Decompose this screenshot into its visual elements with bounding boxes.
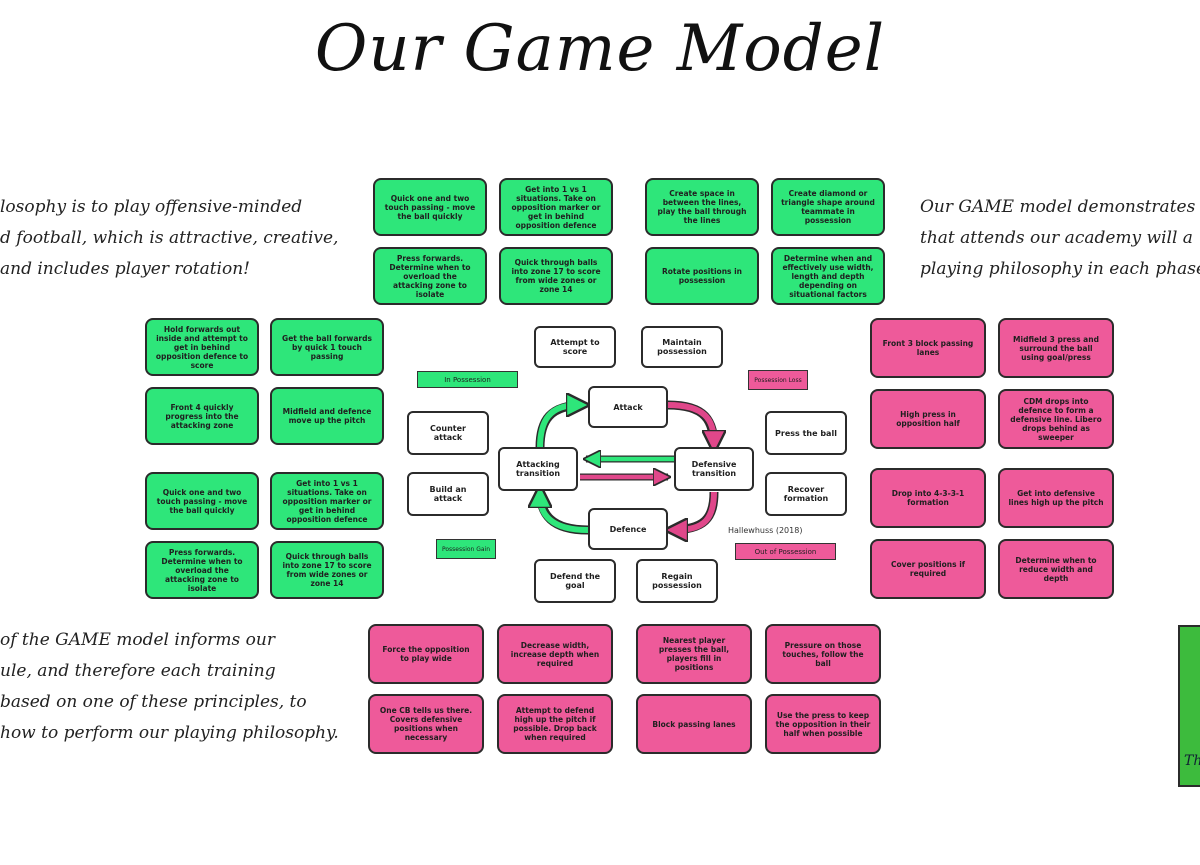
page-title: Our Game Model	[314, 12, 886, 86]
principle-box: Drop into 4-3-3-1 formation	[870, 468, 986, 528]
principle-box: Decrease width, increase depth when requ…	[497, 624, 613, 684]
principle-box: Create diamond or triangle shape around …	[771, 178, 885, 236]
principle-box: Force the opposition to play wide	[368, 624, 484, 684]
paragraph-line: ule, and therefore each training	[0, 661, 276, 681]
arrow-defensive-transition-to-defence	[669, 491, 719, 535]
paragraph-line: of the GAME model informs our	[0, 630, 275, 650]
paragraph-bottom-left: of the GAME model informs our ule, and t…	[0, 625, 339, 749]
principle-box: Press forwards. Determine when to overlo…	[373, 247, 487, 305]
paragraph-line: that attends our academy will a	[920, 228, 1193, 248]
principle-box: Midfield and defence move up the pitch	[270, 387, 384, 445]
principle-box: One CB tells us there. Covers defensive …	[368, 694, 484, 754]
paragraph-top-right: Our GAME model demonstrates that attends…	[920, 192, 1200, 285]
objective-box: Maintain possession	[641, 326, 723, 368]
principle-box: Press forwards. Determine when to overlo…	[145, 541, 259, 599]
tag-out-of-possession: Out of Possession	[735, 543, 836, 560]
paragraph-line: d football, which is attractive, creativ…	[0, 228, 339, 248]
principle-box: Create space in between the lines, play …	[645, 178, 759, 236]
paragraph-line: based on one of these principles, to	[0, 692, 307, 712]
principle-box: Get the ball forwards by quick 1 touch p…	[270, 318, 384, 376]
principle-box: Hold forwards out inside and attempt to …	[145, 318, 259, 376]
principle-box: Get into 1 vs 1 situations. Take on oppo…	[270, 472, 384, 530]
paragraph-line: how to perform our playing philosophy.	[0, 723, 339, 743]
paragraph-line: playing philosophy in each phase	[920, 259, 1200, 279]
principle-box: Use the press to keep the opposition in …	[765, 694, 881, 754]
principle-box: High press in opposition half	[870, 389, 986, 449]
principle-box: Quick one and two touch passing - move t…	[373, 178, 487, 236]
principle-box: Rotate positions in possession	[645, 247, 759, 305]
tag-possession-gain: Possession Gain	[436, 539, 496, 559]
principle-box: Determine when to reduce width and depth	[998, 539, 1114, 599]
principle-box: Attempt to defend high up the pitch if p…	[497, 694, 613, 754]
tag-possession-loss: Possession Loss	[748, 370, 808, 390]
objective-box: Recover formation	[765, 472, 847, 516]
paragraph-line: Our GAME model demonstrates	[920, 197, 1196, 217]
principle-box: Nearest player presses the ball, players…	[636, 624, 752, 684]
principle-box: Midfield 3 press and surround the ball u…	[998, 318, 1114, 378]
principle-box: Quick through balls into zone 17 to scor…	[270, 541, 384, 599]
arrow-attack-to-defensive-transition	[667, 400, 719, 449]
paragraph-top-left: losophy is to play offensive-minded d fo…	[0, 192, 338, 285]
side-green-box: Th	[1178, 625, 1200, 787]
principle-box: Get into 1 vs 1 situations. Take on oppo…	[499, 178, 613, 236]
tag-in-possession: In Possession	[417, 371, 518, 388]
objective-box: Regain possession	[636, 559, 718, 603]
side-box-text: Th	[1184, 753, 1200, 769]
principle-box: Get into defensive lines high up the pit…	[998, 468, 1114, 528]
objective-box: Press the ball	[765, 411, 847, 455]
phase-box-attacking-transition: Attacking transition	[498, 447, 578, 491]
objective-box: Attempt to score	[534, 326, 616, 368]
objective-box: Defend the goal	[534, 559, 616, 603]
principle-box: Quick through balls into zone 17 to scor…	[499, 247, 613, 305]
principle-box: Determine when and effectively use width…	[771, 247, 885, 305]
arrow-attacking-transition-to-attack	[535, 400, 585, 449]
phase-box-attack: Attack	[588, 386, 668, 428]
paragraph-line: losophy is to play offensive-minded	[0, 197, 303, 217]
principle-box: Pressure on those touches, follow the ba…	[765, 624, 881, 684]
principle-box: Block passing lanes	[636, 694, 752, 754]
phase-box-defence: Defence	[588, 508, 668, 550]
credit-text: Hallewhuss (2018)	[728, 526, 803, 535]
principle-box: Cover positions if required	[870, 539, 986, 599]
phase-box-defensive-transition: Defensive transition	[674, 447, 754, 491]
principle-box: Front 3 block passing lanes	[870, 318, 986, 378]
objective-box: Build an attack	[407, 472, 489, 516]
principle-box: Front 4 quickly progress into the attack…	[145, 387, 259, 445]
objective-box: Counter attack	[407, 411, 489, 455]
paragraph-line: and includes player rotation!	[0, 259, 250, 279]
principle-box: CDM drops into defence to form a defensi…	[998, 389, 1114, 449]
principle-box: Quick one and two touch passing - move t…	[145, 472, 259, 530]
